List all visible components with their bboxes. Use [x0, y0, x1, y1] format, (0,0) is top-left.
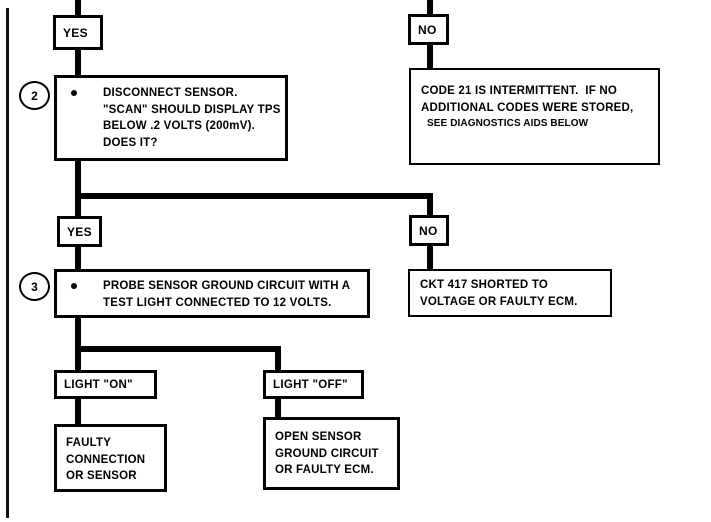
result-box-ckt417: CKT 417 SHORTED TO VOLTAGE OR FAULTY ECM…	[408, 269, 612, 317]
branch-label-light-on: LIGHT "ON"	[54, 370, 157, 399]
connector-step2-horizontal-bus	[75, 193, 433, 199]
branch-label-top-yes: YES	[53, 15, 103, 50]
open-sensor-line-2: GROUND CIRCUIT	[275, 447, 379, 460]
page-margin-rule	[6, 8, 9, 518]
connector-step2-stem-down	[75, 161, 81, 199]
code21-sub-line: SEE DIAGNOSTICS AIDS BELOW	[427, 118, 589, 129]
step2-line-3: BELOW .2 VOLTS (200mV).	[103, 120, 255, 132]
code21-line-2: ADDITIONAL CODES WERE STORED,	[421, 101, 634, 114]
connector-top-right-inflow	[427, 0, 433, 16]
faulty-line-3: OR SENSOR	[66, 470, 137, 482]
connector-step3-horizontal-bus	[75, 346, 281, 352]
step-number-3: 3	[19, 272, 50, 301]
step-number-3-text: 3	[31, 279, 38, 294]
branch-label-light-off-text: LIGHT "OFF"	[273, 378, 348, 391]
open-sensor-line-3: OR FAULTY ECM.	[275, 464, 374, 476]
bullet-marker-step3	[71, 283, 77, 289]
connector-no-to-code21	[427, 45, 433, 69]
connector-bus-to-mid-no	[427, 193, 433, 217]
connector-lighton-to-faulty	[75, 399, 81, 425]
step-number-2: 2	[19, 81, 50, 110]
step2-line-2: "SCAN" SHOULD DISPLAY TPS	[103, 103, 281, 116]
branch-label-mid-no: NO	[409, 215, 449, 246]
connector-bus-to-mid-yes	[75, 193, 81, 218]
connector-top-left-inflow	[75, 0, 81, 17]
connector-yes-to-step2	[75, 50, 81, 76]
connector-bus-to-light-off	[275, 346, 281, 373]
code21-line-1: CODE 21 IS INTERMITTENT. IF NO	[421, 85, 617, 97]
faulty-line-1: FAULTY	[66, 437, 112, 449]
step2-line-1: DISCONNECT SENSOR.	[103, 87, 238, 99]
step3-line-1: PROBE SENSOR GROUND CIRCUIT WITH A	[103, 280, 351, 292]
faulty-line-2: CONNECTION	[66, 453, 146, 466]
branch-label-mid-no-text: NO	[419, 223, 438, 238]
branch-label-top-yes-text: YES	[63, 25, 88, 40]
step-box-2: DISCONNECT SENSOR. "SCAN" SHOULD DISPLAY…	[54, 75, 288, 161]
connector-midyes-to-step3	[75, 246, 81, 271]
connector-midno-to-ckt417	[427, 245, 433, 271]
ckt417-line-1: CKT 417 SHORTED TO	[420, 279, 548, 291]
step-number-2-text: 2	[31, 88, 38, 103]
open-sensor-line-1: OPEN SENSOR	[275, 431, 362, 443]
step-box-3: PROBE SENSOR GROUND CIRCUIT WITH A TEST …	[54, 269, 370, 318]
result-box-open-sensor: OPEN SENSOR GROUND CIRCUIT OR FAULTY ECM…	[263, 417, 400, 490]
connector-lightoff-to-open	[275, 399, 281, 418]
bullet-marker-step2	[71, 90, 77, 96]
step2-line-4: DOES IT?	[103, 136, 158, 149]
branch-label-light-on-text: LIGHT "ON"	[64, 378, 133, 391]
branch-label-top-no-text: NO	[418, 22, 437, 37]
branch-label-top-no: NO	[408, 14, 449, 45]
branch-label-light-off: LIGHT "OFF"	[263, 370, 364, 399]
branch-label-mid-yes-text: YES	[67, 224, 92, 239]
result-box-faulty-connection: FAULTY CONNECTION OR SENSOR	[54, 424, 167, 492]
result-box-code21: CODE 21 IS INTERMITTENT. IF NO ADDITIONA…	[409, 68, 660, 165]
connector-step3-stem-down	[75, 318, 81, 373]
branch-label-mid-yes: YES	[57, 216, 102, 247]
step3-line-2: TEST LIGHT CONNECTED TO 12 VOLTS.	[103, 296, 332, 309]
ckt417-line-2: VOLTAGE OR FAULTY ECM.	[420, 295, 578, 308]
